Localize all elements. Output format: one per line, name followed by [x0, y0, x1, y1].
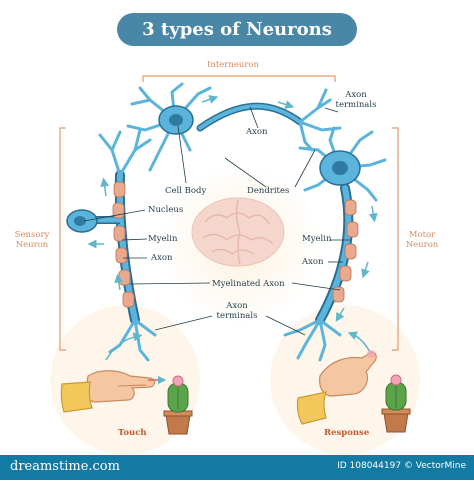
brain-illustration	[191, 197, 285, 267]
touching-hand	[60, 370, 167, 413]
label-axon-terminals-bottom: Axon terminals	[214, 301, 260, 321]
label-sensory-neuron: Sensory Neuron	[12, 230, 52, 250]
label-axon-terminals-top-line1: Axon	[345, 90, 367, 100]
label-motor-line2: Neuron	[405, 240, 439, 250]
watermark-text: dreamstime.com	[10, 459, 120, 474]
left-sleeve	[60, 381, 93, 413]
brackets	[59, 75, 399, 351]
cactus-left	[163, 375, 193, 435]
label-myelin-right: Myelin	[302, 234, 332, 244]
signal-flow-arrows	[87, 95, 378, 361]
sensory-dendrites	[98, 128, 157, 362]
label-motor-neuron: Motor Neuron	[404, 230, 440, 250]
label-myelin-left: Myelin	[148, 234, 178, 244]
label-response: Response	[324, 428, 370, 438]
stock-footer-bar: dreamstime.com ID 108044197 © VectorMine	[0, 455, 474, 480]
label-motor-line1: Motor	[408, 230, 436, 240]
label-axon-terminals-top: Axon terminals	[333, 90, 379, 110]
label-sensory-line1: Sensory	[14, 230, 50, 240]
label-axon-right: Axon	[302, 257, 324, 267]
interneuron	[126, 82, 342, 172]
label-sensory-line2: Neuron	[15, 240, 49, 250]
stock-id-text: ID 108044197 © VectorMine	[337, 461, 466, 471]
label-axon-terminals-top-line2: terminals	[335, 100, 377, 110]
motor-nucleus	[332, 161, 348, 175]
right-sleeve	[296, 391, 327, 425]
label-myelinated-axon: Myelinated Axon	[212, 279, 285, 289]
motor-bracket	[392, 127, 399, 351]
responding-hand	[296, 350, 377, 425]
sensory-neuron	[66, 128, 157, 362]
interneuron-nucleus	[169, 114, 183, 126]
label-cell-body: Cell Body	[165, 186, 207, 196]
label-axon-left: Axon	[151, 253, 173, 263]
leader-lines	[83, 106, 350, 336]
motor-neuron	[283, 126, 387, 362]
interneuron-bracket	[142, 75, 336, 82]
interneuron-dendrites	[126, 82, 342, 172]
label-touch: Touch	[118, 428, 147, 438]
label-nucleus: Nucleus	[148, 205, 184, 215]
label-dendrites: Dendrites	[247, 186, 290, 196]
sensory-myelin	[112, 181, 135, 308]
motor-myelin	[332, 199, 359, 303]
label-axon-terminals-bottom-line1: Axon	[226, 301, 248, 311]
diagram-title: 3 types of Neurons	[117, 13, 357, 46]
sensory-nucleus	[74, 216, 86, 226]
sensory-bracket	[59, 127, 66, 351]
label-axon-top: Axon	[246, 127, 268, 137]
cactus-right	[381, 374, 411, 433]
label-interneuron: Interneuron	[207, 60, 259, 70]
label-axon-terminals-bottom-line2: terminals	[216, 311, 258, 321]
